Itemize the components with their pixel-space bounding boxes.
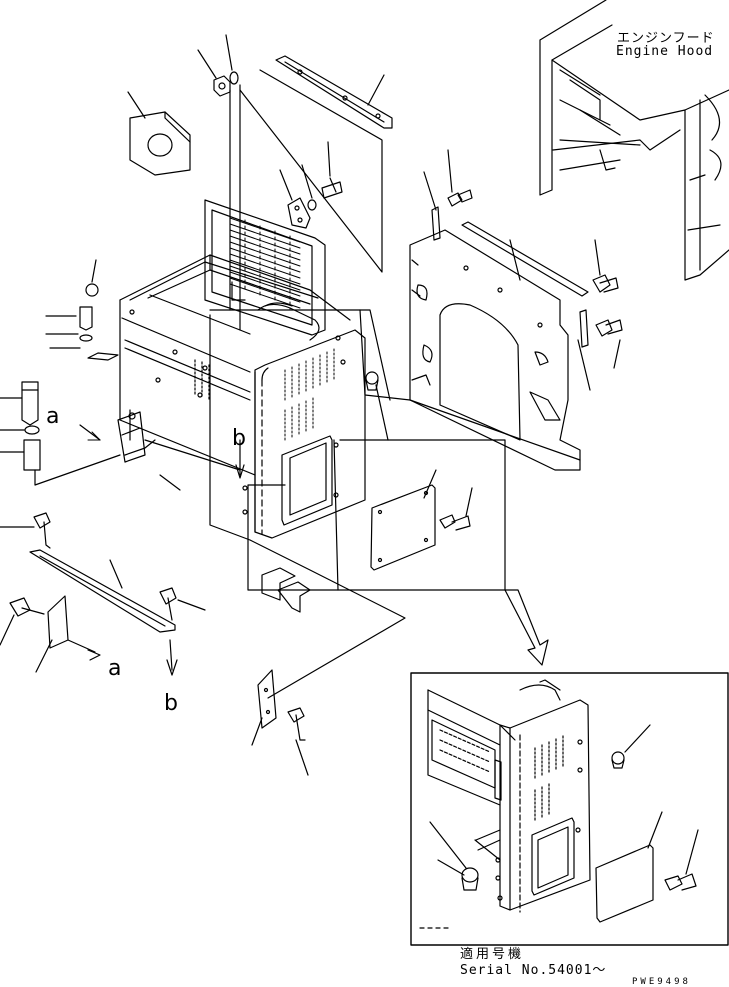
lower-angle-bar [29, 549, 178, 676]
bolt-bar [159, 587, 206, 621]
l-brackets-center [261, 567, 311, 613]
nut-and-washer-top [197, 34, 383, 311]
lower-center-plate [251, 669, 309, 776]
engine-side-cover [119, 254, 391, 541]
arrow-b-upper [159, 439, 245, 491]
reference-b-lower: b [164, 691, 178, 716]
support-bracket-a [79, 409, 241, 471]
bolts-left [0, 259, 121, 486]
bolt-lower-left [0, 512, 51, 549]
engine-hood-japanese-label: エンジンフード [617, 31, 715, 46]
rear-side-panel [409, 229, 581, 471]
engine-hood-outline [539, 0, 729, 281]
inset-detail [410, 672, 729, 946]
leader-lines-center [247, 309, 506, 699]
lower-left-plate [0, 595, 101, 673]
reference-a-upper: a [46, 404, 60, 429]
reference-a-lower: a [108, 656, 122, 681]
hinge-bracket [279, 141, 343, 229]
grommet [365, 371, 389, 441]
reference-b-upper: b [232, 426, 246, 451]
inset-arrow [504, 589, 549, 666]
inspection-cover-plate [370, 469, 473, 571]
bolts-right [577, 239, 623, 391]
cushion-pad [127, 91, 191, 176]
engine-hood-english-label: Engine Hood [616, 44, 714, 59]
small-bracket-rear [423, 149, 473, 241]
support-rod [461, 221, 589, 297]
small-bracket-left [49, 347, 119, 361]
drawing-code: PWE9498 [632, 977, 691, 987]
top-strip-bracket [275, 55, 393, 129]
serial-japanese-label: 適用号機 [460, 947, 525, 962]
serial-number-label: Serial No.54001～ [460, 963, 607, 978]
